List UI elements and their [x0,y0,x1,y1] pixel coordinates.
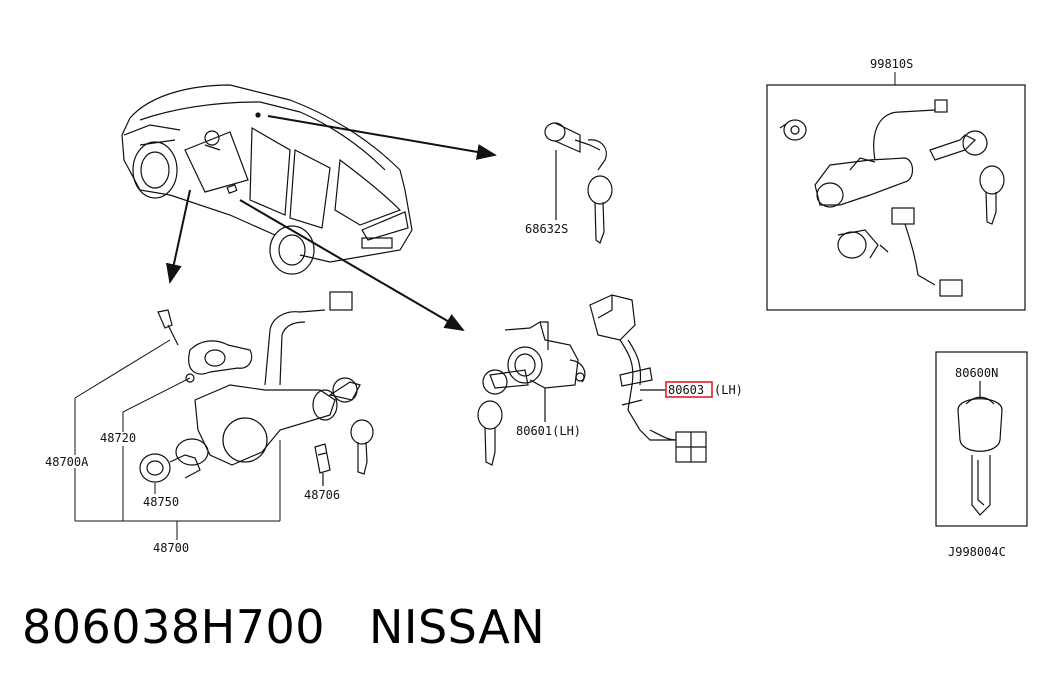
key-set-label: 99810S [870,57,913,71]
key-set-parts-icon [779,99,1005,297]
key-set-frame [766,84,1026,311]
ignition-lock-assembly-icon [139,291,374,486]
door-lock-label: 80601(LH) [516,424,581,438]
highlighted-part-box [665,381,713,398]
diagram-code: J998004C [948,545,1006,559]
brand-name: NISSAN [369,600,546,654]
part-caption: 806038H700 NISSAN [22,600,545,654]
part-number: 806038H700 [22,600,325,654]
ignition-assembly-label: 48700 [153,541,189,555]
key-blank-frame [935,351,1028,527]
steering-lock-label: 48700A [45,455,89,469]
steering-sub-label: 48720 [100,431,136,445]
ignition-leader-lines [74,339,281,540]
bracket-label: 48706 [304,488,340,502]
key-blank-icon [957,381,1003,516]
ignition-knob-label: 48750 [143,495,179,509]
callout-arrows [166,115,497,332]
trunk-lock-cylinder-icon [544,122,613,244]
vehicle-illustration [121,84,413,275]
highlighted-part-side: (LH) [714,383,743,397]
door-lock-cylinder-icon [477,321,586,466]
highlighted-part-label[interactable]: 80603 [668,383,704,397]
key-blank-label: 80600N [955,366,998,380]
door-lock-harness-icon [589,294,707,463]
lock-cylinder-label: 68632S [525,222,568,236]
